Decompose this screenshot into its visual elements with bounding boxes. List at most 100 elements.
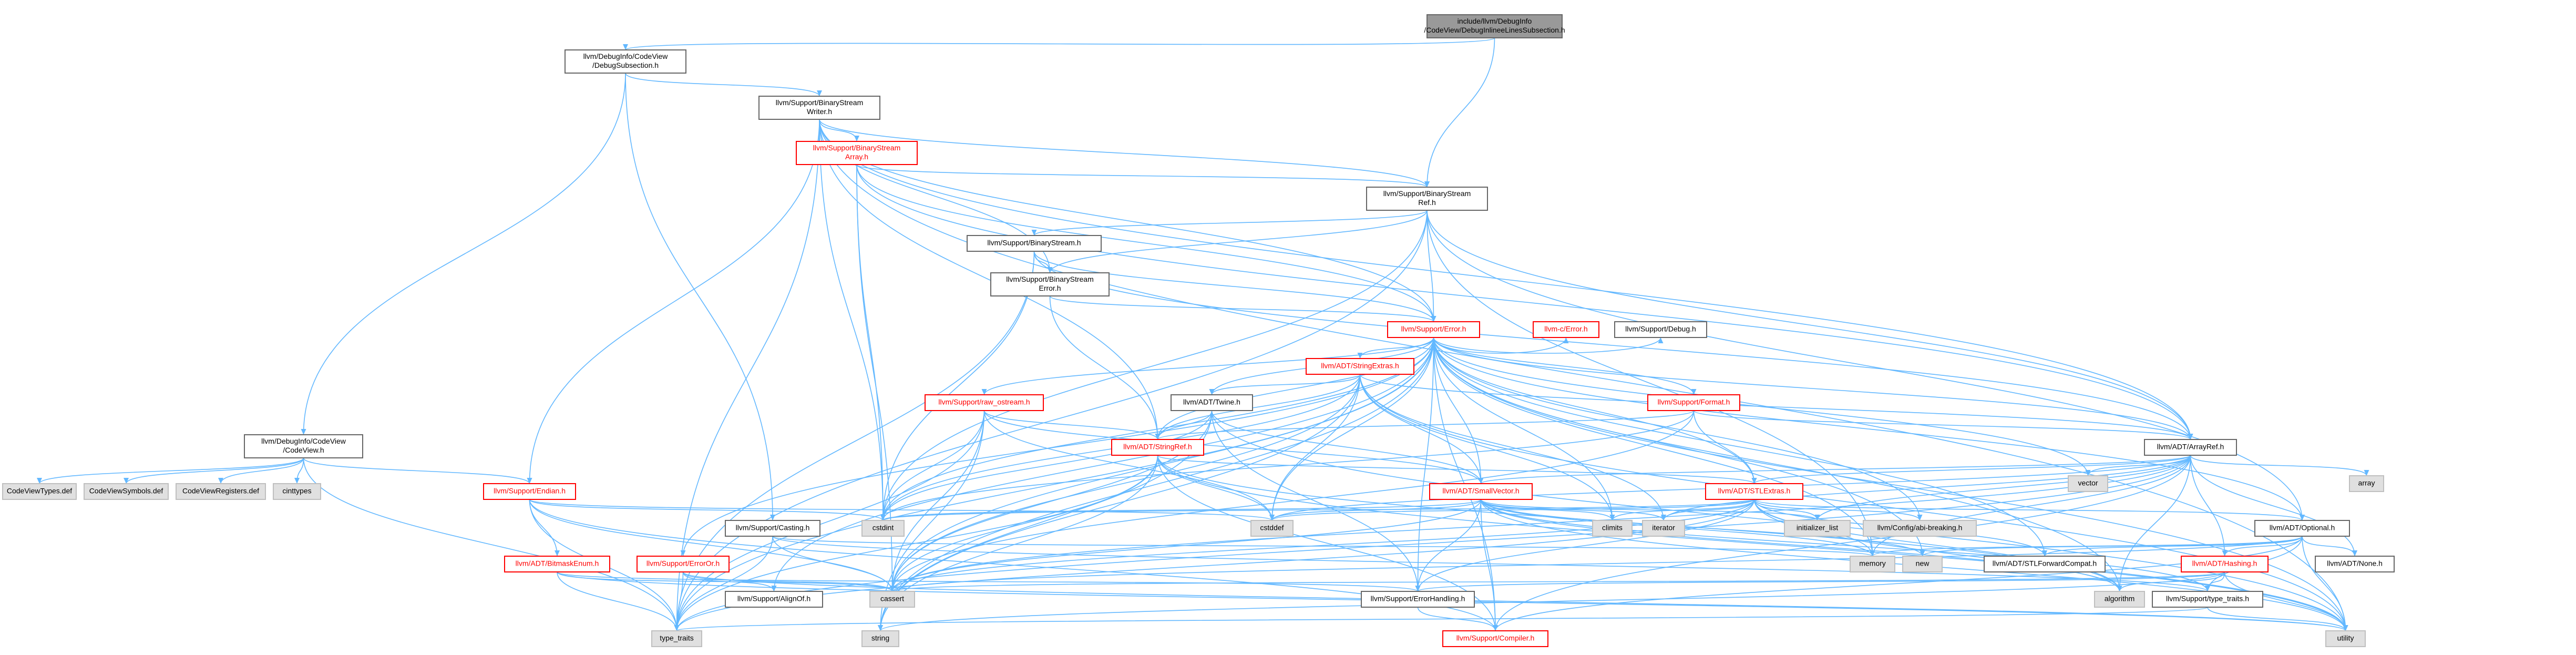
node-new: new	[1902, 556, 1943, 572]
node-box	[1387, 321, 1480, 338]
dependency-edge	[1433, 337, 1695, 395]
node-label: iterator	[1652, 524, 1675, 532]
node-compiler[interactable]: llvm/Support/Compiler.h	[1442, 630, 1548, 647]
node-alignof[interactable]: llvm/Support/AlignOf.h	[725, 591, 823, 608]
edge-arrowhead	[680, 550, 686, 556]
dependency-edge	[2190, 455, 2225, 557]
node-box	[176, 483, 266, 500]
dependency-edge	[1495, 536, 2303, 631]
node-stlfwd[interactable]: llvm/ADT/STLForwardCompat.h	[1984, 556, 2106, 572]
dependency-edge	[882, 410, 985, 521]
node-label: cinttypes	[282, 487, 311, 495]
edge-arrowhead	[2188, 434, 2193, 439]
node-label: llvm/ADT/None.h	[2327, 559, 2383, 568]
node-codeview[interactable]: llvm/DebugInfo/CodeView/CodeView.h	[244, 434, 363, 458]
dependency-edge	[529, 499, 884, 521]
dependency-edge	[2207, 607, 2346, 631]
node-label: llvm/Support/BinaryStream	[813, 144, 901, 152]
node-casting[interactable]: llvm/Support/Casting.h	[725, 520, 820, 537]
node-endian[interactable]: llvm/Support/Endian.h	[483, 483, 576, 500]
node-stlextras[interactable]: llvm/ADT/STLExtras.h	[1705, 483, 1803, 500]
dependency-edge	[1433, 337, 2045, 557]
dependency-edge	[1033, 251, 1051, 273]
node-rawostream[interactable]: llvm/Support/raw_ostream.h	[925, 394, 1044, 411]
node-box	[84, 483, 169, 500]
node-erroror[interactable]: llvm/Support/ErrorOr.h	[637, 556, 730, 572]
node-bstream[interactable]: llvm/Support/BinaryStream.h	[967, 235, 1102, 252]
dependency-edge	[676, 410, 985, 631]
edge-arrowhead	[674, 625, 680, 631]
node-box	[796, 141, 918, 165]
node-cvtypes: CodeViewTypes.def	[2, 483, 77, 500]
dependency-edge	[1033, 210, 1428, 236]
node-format[interactable]: llvm/Support/Format.h	[1647, 394, 1740, 411]
node-box	[990, 272, 1110, 296]
dependency-edge	[1417, 499, 1482, 592]
edge-arrowhead	[124, 478, 129, 484]
node-smallvector[interactable]: llvm/ADT/SmallVector.h	[1429, 483, 1533, 500]
edge-arrowhead	[2364, 470, 2369, 476]
node-label: llvm/Support/Endian.h	[494, 487, 566, 495]
dependency-edge	[1271, 374, 1361, 521]
edge-arrowhead	[1047, 267, 1053, 273]
node-cerror[interactable]: llvm-c/Error.h	[1533, 321, 1599, 338]
dependency-edge	[557, 571, 1419, 592]
dependency-edge	[880, 337, 1434, 631]
node-stringref[interactable]: llvm/ADT/StringRef.h	[1111, 439, 1204, 456]
dependency-edge	[557, 571, 678, 631]
dependency-edge	[126, 457, 304, 484]
node-box	[2349, 475, 2384, 492]
node-bitmaskenum[interactable]: llvm/ADT/BitmaskEnum.h	[504, 556, 610, 572]
node-arrayref[interactable]: llvm/ADT/ArrayRef.h	[2144, 439, 2237, 456]
edge-arrowhead	[1415, 586, 1421, 591]
edge-arrowhead	[1609, 515, 1615, 520]
edge-arrowhead	[878, 625, 883, 631]
dependency-edge	[880, 571, 2225, 631]
dependency-edge	[1426, 210, 2191, 440]
node-label: memory	[1859, 559, 1886, 568]
node-label: llvm/ADT/Hashing.h	[2192, 559, 2257, 568]
edge-arrowhead	[2117, 586, 2122, 591]
node-debug[interactable]: llvm/Support/Debug.h	[1614, 321, 1707, 338]
node-none[interactable]: llvm/ADT/None.h	[2315, 556, 2395, 572]
node-memory: memory	[1850, 556, 1895, 572]
node-twine[interactable]: llvm/ADT/Twine.h	[1171, 394, 1253, 411]
dependency-edge	[1033, 251, 2191, 440]
node-root[interactable]: include/llvm/DebugInfo/CodeView/DebugInl…	[1424, 14, 1565, 38]
dependency-edge	[819, 119, 1158, 440]
node-box	[1705, 483, 1803, 500]
node-box	[861, 520, 905, 537]
node-label: climits	[1602, 524, 1623, 532]
dependency-edge	[1157, 455, 1755, 484]
node-errhandling[interactable]: llvm/Support/ErrorHandling.h	[1361, 591, 1475, 608]
dependency-edge	[1433, 337, 1873, 557]
dependency-edge	[1157, 337, 1434, 440]
node-box	[1111, 439, 1204, 456]
dependency-edge	[882, 499, 1755, 521]
node-label: llvm/Support/AlignOf.h	[737, 595, 810, 603]
dependency-edge	[682, 571, 2346, 631]
node-utility: utility	[2325, 630, 2366, 647]
node-label: llvm/ADT/StringExtras.h	[1321, 362, 1399, 370]
node-label: algorithm	[2105, 595, 2135, 603]
node-cstddef: cstddef	[1250, 520, 1294, 537]
node-label: llvm/ADT/Twine.h	[1183, 398, 1240, 406]
node-typetraitsllvm[interactable]: llvm/Support/type_traits.h	[2152, 591, 2263, 608]
edge-arrowhead	[294, 478, 300, 484]
node-strextras[interactable]: llvm/ADT/StringExtras.h	[1306, 358, 1414, 375]
dependency-edge	[1922, 536, 2303, 557]
node-error[interactable]: llvm/Support/Error.h	[1387, 321, 1480, 338]
edge-arrowhead	[854, 136, 859, 141]
node-dbgsub[interactable]: llvm/DebugInfo/CodeView/DebugSubsection.…	[565, 49, 686, 74]
node-hashing[interactable]: llvm/ADT/Hashing.h	[2181, 556, 2269, 572]
node-optional[interactable]: llvm/ADT/Optional.h	[2254, 520, 2350, 537]
node-cstdint: cstdint	[861, 520, 905, 537]
node-cinttypes: cinttypes	[273, 483, 321, 500]
dependency-edge	[2190, 455, 2355, 557]
edge-arrowhead	[1424, 181, 1430, 187]
